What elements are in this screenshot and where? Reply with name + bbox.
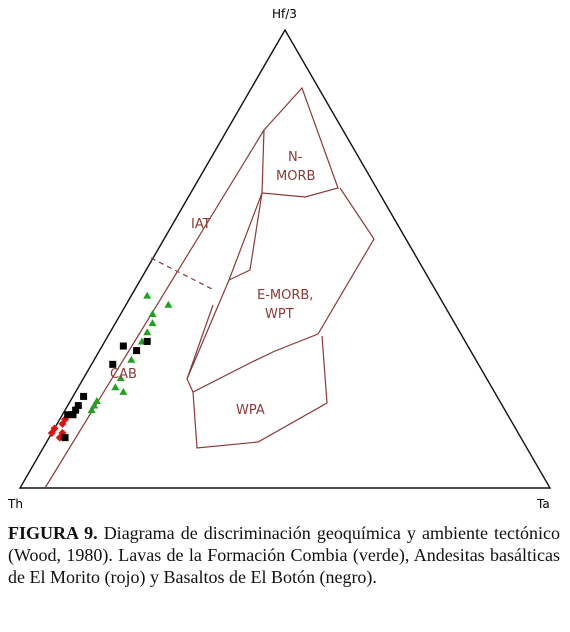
field-label-n-morb-line2: MORB xyxy=(276,169,315,184)
point-green-triangle-12 xyxy=(143,291,152,299)
field-label-cab: CAB xyxy=(110,367,137,382)
caption-text: Diagrama de discriminación geoquímica y … xyxy=(8,523,561,587)
point-green-triangle-5 xyxy=(127,355,136,363)
discrimination-fields xyxy=(44,86,375,489)
point-red-diamond-1 xyxy=(58,419,67,428)
point-green-triangle-8 xyxy=(92,396,101,404)
point-black-square-0 xyxy=(109,360,117,368)
point-black-square-6 xyxy=(72,406,80,414)
ternary-diagram: Hf/3 Th Ta IAT N- MORB E-MORB, WPT CAB W… xyxy=(7,7,552,511)
field-boundary-e-morb xyxy=(186,187,375,393)
point-black-square-8 xyxy=(61,434,69,442)
vertex-label-top: Hf/3 xyxy=(272,7,297,21)
vertex-label-right: Ta xyxy=(536,497,550,511)
field-boundary-n-morb xyxy=(261,86,339,198)
point-green-triangle-9 xyxy=(87,406,96,414)
point-green-triangle-2 xyxy=(143,328,152,336)
point-black-square-5 xyxy=(74,402,82,410)
field-boundary-wpa xyxy=(192,335,328,449)
figure-caption: FIGURA 9. Diagrama de discriminación geo… xyxy=(8,522,560,588)
field-boundary-iat-left xyxy=(186,304,214,380)
vertex-label-left: Th xyxy=(7,497,23,511)
point-black-square-4 xyxy=(80,392,88,400)
point-green-triangle-6 xyxy=(116,374,125,382)
point-black-square-9 xyxy=(69,411,77,419)
point-green-triangle-10 xyxy=(119,387,128,395)
field-boundary-cab-left xyxy=(44,129,265,489)
point-green-triangle-7 xyxy=(111,383,120,391)
ternary-outline xyxy=(18,28,552,489)
caption-label: FIGURA 9. xyxy=(8,523,98,543)
point-green-triangle-13 xyxy=(164,300,173,308)
point-black-square-7 xyxy=(64,411,72,419)
field-boundary-iat-dashed xyxy=(150,257,215,291)
point-black-square-2 xyxy=(133,347,141,355)
sample-points xyxy=(47,291,173,442)
field-label-e-morb-line2: WPT xyxy=(265,307,294,322)
point-green-triangle-0 xyxy=(148,309,157,317)
field-label-wpa: WPA xyxy=(236,403,265,418)
point-green-triangle-11 xyxy=(90,401,99,409)
field-label-e-morb-line1: E-MORB, xyxy=(257,288,313,303)
point-black-square-3 xyxy=(143,337,151,345)
field-boundary-spine xyxy=(228,192,263,281)
point-green-triangle-1 xyxy=(148,319,157,327)
ternary-frame xyxy=(18,28,552,489)
point-red-diamond-4 xyxy=(47,429,56,438)
field-label-iat: IAT xyxy=(191,217,211,232)
field-label-n-morb-line1: N- xyxy=(288,150,303,165)
point-black-square-1 xyxy=(119,342,127,350)
